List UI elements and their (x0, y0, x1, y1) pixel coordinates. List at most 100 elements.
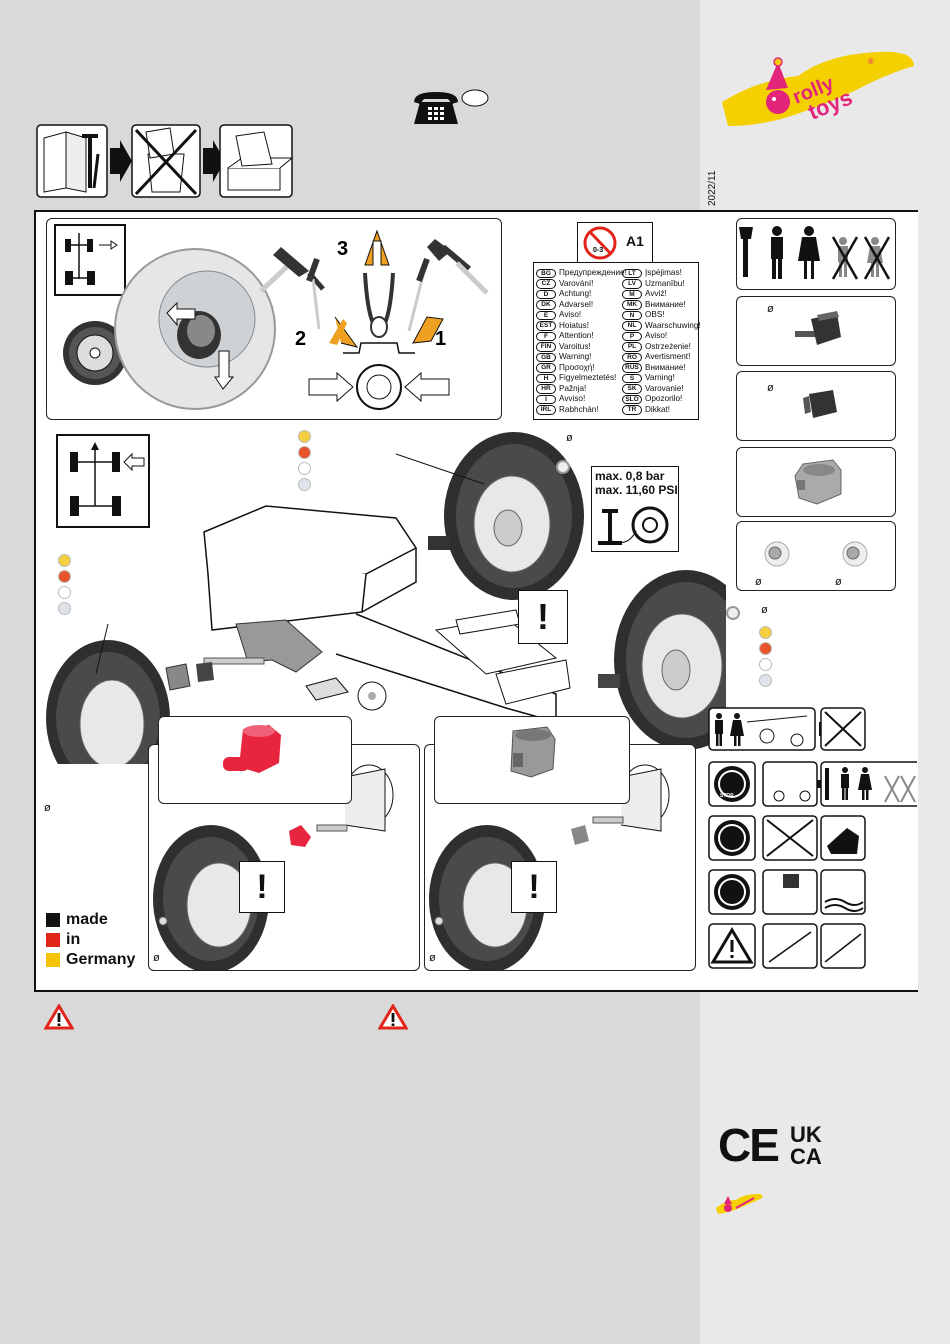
warning-triangle-icon (377, 1003, 409, 1030)
warning-word: Warning! (559, 352, 592, 362)
part-axle-bolt-panel: ø (736, 296, 896, 366)
washer-icon (556, 460, 570, 474)
language-code-badge: NL (622, 321, 642, 331)
warning-word: Achtung! (559, 289, 592, 299)
step-2-label: 2 (295, 328, 306, 350)
diameter-symbol: ø (767, 382, 774, 394)
grey-hub-callout (434, 716, 630, 804)
warning-word: Avviso! (559, 394, 586, 404)
language-code-badge: HR (536, 384, 556, 394)
language-code-badge: H (536, 373, 556, 383)
age-warning-header: 0-3 A1 (577, 222, 653, 263)
diameter-symbol: ø (755, 576, 762, 588)
warning-word: Varoitus! (559, 341, 591, 351)
warning-code: A1 (626, 233, 644, 249)
warning-word: Advarsel! (559, 299, 594, 309)
language-code-badge: D (536, 289, 556, 299)
orange-swatch (58, 570, 71, 583)
warning-word: Pažnja! (559, 383, 587, 393)
instruction-sequence (36, 124, 296, 198)
language-code-badge: SLO (622, 394, 642, 404)
flag-black (46, 913, 60, 927)
diameter-label-top: ø (566, 432, 573, 444)
white-swatch (58, 586, 71, 599)
silver-swatch (58, 602, 71, 615)
diameter-label-left: ø (44, 802, 51, 814)
yellow-swatch (759, 626, 772, 639)
pump-icon (598, 506, 669, 545)
attention-box-sub1: ! (239, 861, 285, 913)
silver-swatch (298, 478, 311, 491)
warning-triangle-icon (43, 1003, 75, 1030)
warning-word: Attention! (559, 331, 594, 341)
warning-word: Внимание! (645, 299, 686, 309)
warning-word: Предупреждение! (559, 268, 627, 278)
ce-mark: CE (718, 1119, 780, 1171)
language-code-badge: IRL (536, 405, 556, 415)
warning-word: Varning! (645, 373, 675, 383)
in-text: in (66, 931, 81, 948)
pressure-bar: max. 0,8 bar (595, 469, 665, 483)
color-legend-left (58, 554, 72, 618)
warning-word: Внимание! (645, 362, 686, 372)
red-hub-callout (158, 716, 352, 804)
silver-swatch (759, 674, 772, 687)
step-3-label: 3 (337, 238, 348, 260)
white-swatch (759, 658, 772, 671)
warning-word: Waarschuwing! (645, 320, 701, 330)
warning-word: Uzmanību! (645, 278, 685, 288)
language-code-badge: P (622, 331, 642, 341)
warning-word: Προσοχή! (559, 362, 595, 372)
language-code-badge: M (622, 289, 642, 299)
warning-word: Aviso! (645, 331, 668, 341)
warning-word: Varování! (559, 278, 594, 288)
warning-word: Avviż! (645, 289, 667, 299)
age-label: 0-3 (593, 247, 603, 254)
language-code-badge: SK (622, 384, 642, 394)
step-1-label: 1 (435, 328, 446, 350)
language-code-badge: LV (622, 279, 642, 289)
orange-swatch (298, 446, 311, 459)
made-in-germany: made in Germany (46, 910, 146, 972)
language-code-badge: RO (622, 352, 642, 362)
diameter-label-sub2: ø (429, 952, 436, 964)
washer-icon (726, 606, 740, 620)
yellow-swatch (58, 554, 71, 567)
warning-word: Opozorilo! (645, 394, 683, 404)
people-age-panel (736, 218, 896, 290)
warning-word: Figyelmeztetés! (559, 373, 617, 383)
language-code-badge: RUS (622, 363, 642, 373)
part-square-nut-panel: ø (736, 371, 896, 441)
chassis-front-wheel-diagram (56, 434, 150, 528)
ukca-line-2: CA (790, 1144, 822, 1169)
tire-pressure-box: max. 0,8 bar max. 11,60 PSI (591, 466, 679, 552)
warning-word: Dikkat! (645, 404, 671, 414)
registered-mark: ® (868, 57, 874, 66)
flag-gold (46, 953, 60, 967)
warning-word: Hoiatus! (559, 320, 590, 330)
warning-word: Ostrzeżenie! (645, 341, 691, 351)
ukca-mark: UK CA (790, 1124, 822, 1168)
color-legend-top (298, 430, 312, 494)
tractor-assembly-drawing (36, 424, 758, 796)
